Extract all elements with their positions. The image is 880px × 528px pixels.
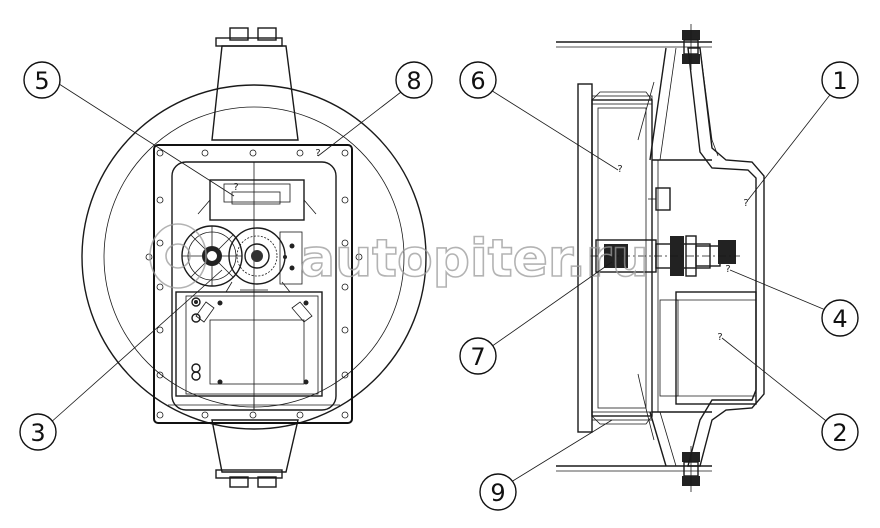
- callout-1: 1: [821, 61, 859, 99]
- housing-shell: [652, 47, 765, 467]
- watermark-text: autopiter.ru: [300, 229, 649, 289]
- callout-3: 3: [19, 413, 57, 451]
- fan-impeller: [577, 83, 653, 433]
- callout-1-label: 1: [832, 67, 847, 95]
- callout-7-label: 7: [470, 343, 485, 371]
- fan-rotor-left: [181, 225, 243, 287]
- upper-bracket-block: [197, 179, 317, 221]
- callout-9: 9: [479, 473, 517, 511]
- mounting-plate: [153, 144, 353, 424]
- callout-5: 5: [23, 61, 61, 99]
- callout-6: 6: [459, 61, 497, 99]
- electric-box: [175, 291, 323, 397]
- bottom-mount-bracket: [211, 419, 299, 488]
- part-mark-8: ?: [315, 148, 320, 159]
- callout-7: 7: [459, 337, 497, 375]
- part-mark-6: ?: [617, 164, 622, 175]
- callout-4: 4: [821, 299, 859, 337]
- top-bolt: [682, 24, 700, 70]
- callout-5-label: 5: [34, 67, 49, 95]
- front-view: [81, 27, 427, 488]
- callout-9-label: 9: [490, 479, 505, 507]
- callout-8-label: 8: [406, 67, 421, 95]
- callout-2-label: 2: [832, 419, 847, 447]
- outer-shroud-disc: [81, 84, 427, 430]
- callout-4-label: 4: [832, 305, 847, 333]
- shaft-assembly: [590, 235, 740, 277]
- watermark: autopiter.ru: [149, 223, 649, 290]
- section-view: ? ? ? ? ? ?: [233, 24, 765, 492]
- part-mark-5: ?: [233, 182, 238, 193]
- callout-2: 2: [821, 413, 859, 451]
- part-mark-1: ?: [743, 198, 748, 209]
- callout-3-label: 3: [30, 419, 45, 447]
- sensor-top: [648, 187, 671, 211]
- gear-assembly: [225, 227, 303, 293]
- motor-block: [659, 291, 757, 405]
- part-mark-4: ?: [725, 264, 730, 275]
- top-mount-bracket: [211, 27, 299, 141]
- part-mark-2: ?: [717, 332, 722, 343]
- callout-8: 8: [395, 61, 433, 99]
- leader-lines: [39, 81, 841, 491]
- callout-6-label: 6: [470, 67, 485, 95]
